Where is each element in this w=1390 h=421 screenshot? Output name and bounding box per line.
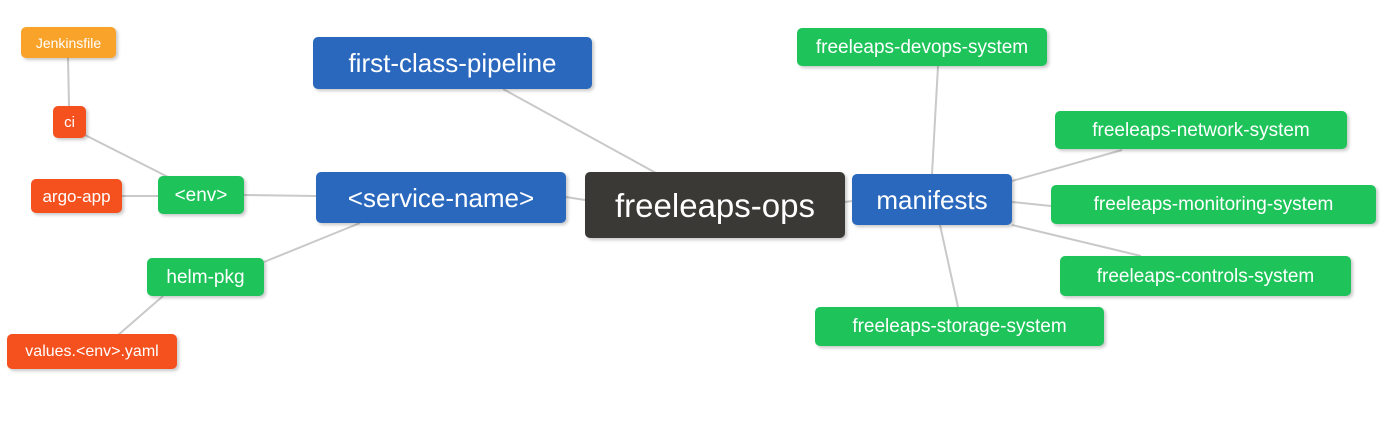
node-freeleaps-ops[interactable]: freeleaps-ops: [585, 172, 845, 238]
node-label: values.<env>.yaml: [25, 342, 159, 360]
node-label: first-class-pipeline: [348, 48, 557, 78]
node-label: manifests: [876, 184, 988, 215]
node-helm-pkg[interactable]: helm-pkg: [147, 258, 264, 296]
node-label: Jenkinsfile: [35, 34, 102, 51]
node-network-system[interactable]: freeleaps-network-system: [1055, 111, 1347, 149]
node-storage-system[interactable]: freeleaps-storage-system: [815, 307, 1104, 346]
node-env[interactable]: <env>: [158, 176, 244, 214]
node-devops-system[interactable]: freeleaps-devops-system: [797, 28, 1047, 66]
node-label: argo-app: [42, 186, 111, 206]
node-service-name[interactable]: <service-name>: [316, 172, 566, 223]
node-jenkinsfile[interactable]: Jenkinsfile: [21, 27, 116, 58]
node-manifests[interactable]: manifests: [852, 174, 1012, 225]
node-ci[interactable]: ci: [53, 106, 86, 138]
node-label: freeleaps-network-system: [1092, 119, 1310, 141]
node-label: freeleaps-controls-system: [1096, 265, 1315, 287]
node-controls-system[interactable]: freeleaps-controls-system: [1060, 256, 1351, 296]
node-label: freeleaps-monitoring-system: [1093, 194, 1334, 215]
node-label: freeleaps-storage-system: [852, 316, 1067, 337]
node-label: <service-name>: [347, 182, 535, 213]
node-label: ci: [64, 113, 75, 131]
node-first-class-pipeline[interactable]: first-class-pipeline: [313, 37, 592, 89]
node-label: <env>: [174, 184, 228, 206]
node-monitoring-system[interactable]: freeleaps-monitoring-system: [1051, 185, 1376, 224]
node-values-env-yaml[interactable]: values.<env>.yaml: [7, 334, 177, 369]
node-label: helm-pkg: [166, 266, 245, 288]
node-label: freeleaps-ops: [615, 186, 815, 224]
node-argo-app[interactable]: argo-app: [31, 179, 122, 213]
node-label: freeleaps-devops-system: [815, 36, 1029, 58]
